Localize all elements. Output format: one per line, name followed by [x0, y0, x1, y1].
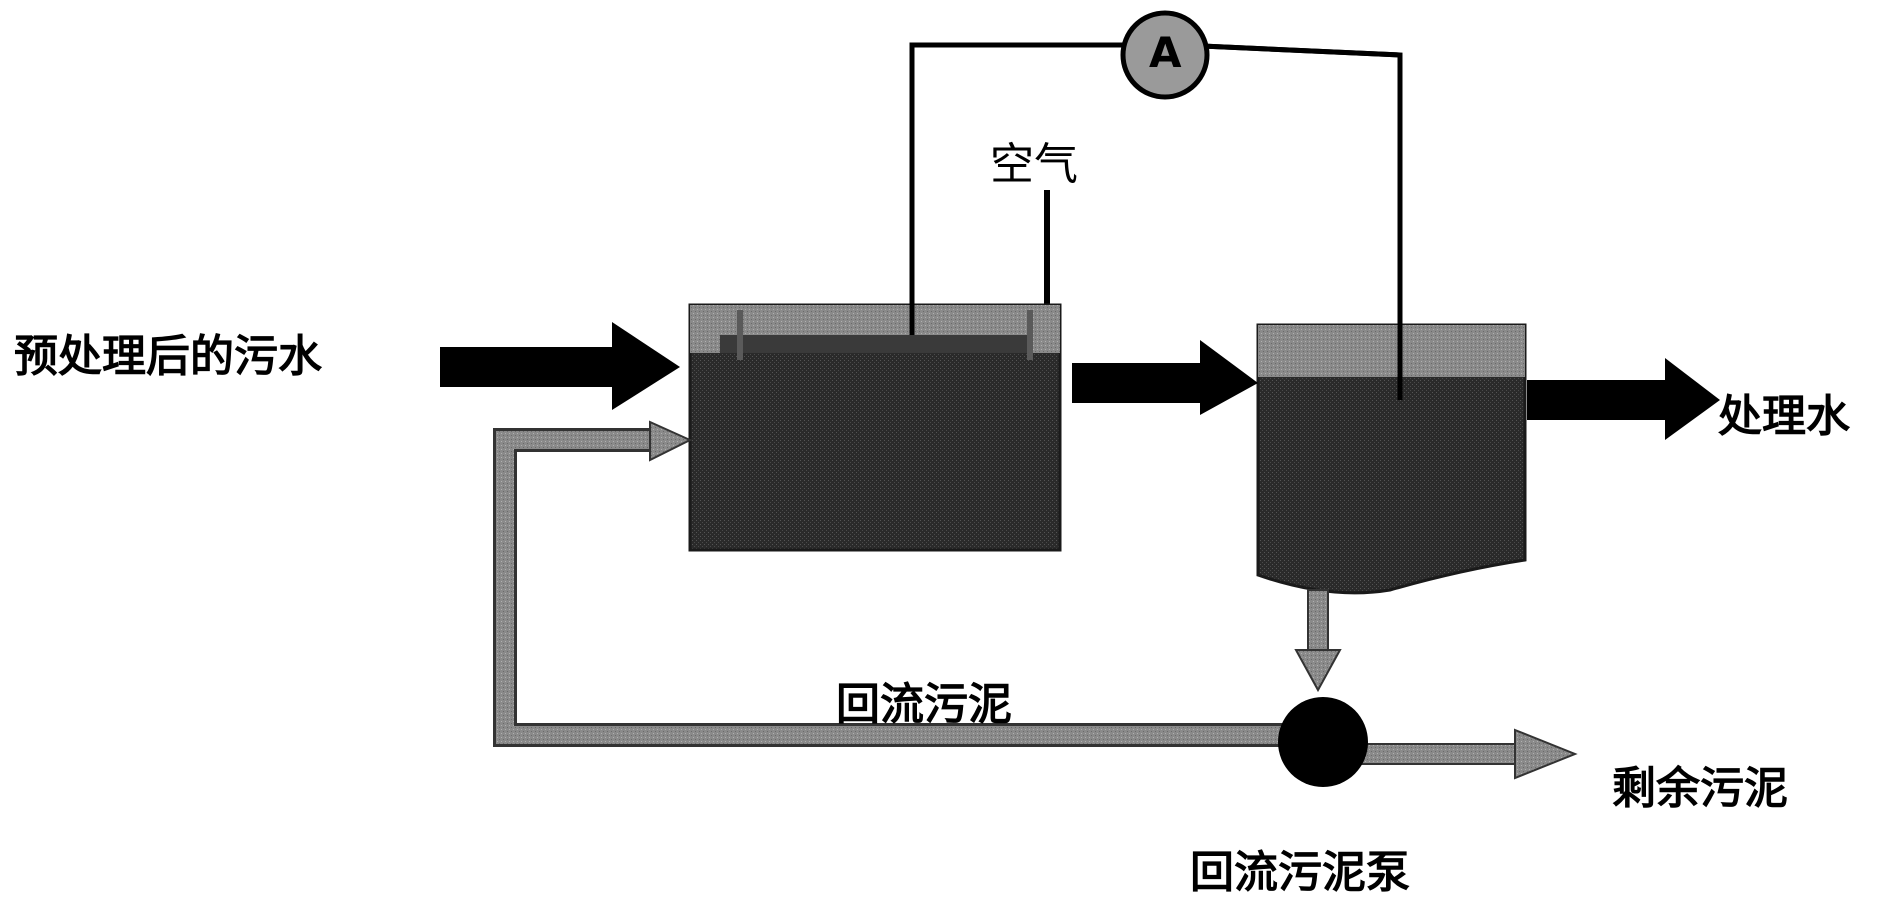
circuit-wire-top: [1179, 42, 1401, 58]
return-pump-icon: [1278, 697, 1368, 787]
outlet-label: 处理水: [1718, 391, 1850, 442]
excess-sludge-label: 剩余污泥: [1612, 763, 1788, 814]
ammeter-label: A: [1149, 28, 1182, 77]
clarifier-tank: [1256, 323, 1527, 595]
aeration-tank: [688, 303, 1062, 552]
inlet-label: 预处理后的污水: [14, 331, 322, 382]
return-sludge-label: 回流污泥: [836, 679, 1012, 730]
air-label: 空气: [990, 139, 1078, 190]
transfer-arrow: [1072, 340, 1258, 415]
inlet-arrow: [440, 322, 680, 410]
outlet-arrow: [1527, 358, 1720, 440]
return-sludge-pipe: [493, 420, 1318, 747]
ammeter-icon: [1120, 10, 1210, 100]
return-pump-label: 回流污泥泵: [1190, 847, 1410, 898]
excess-sludge-pipe: [1339, 728, 1578, 780]
sludge-down-pipe: [1294, 589, 1342, 693]
